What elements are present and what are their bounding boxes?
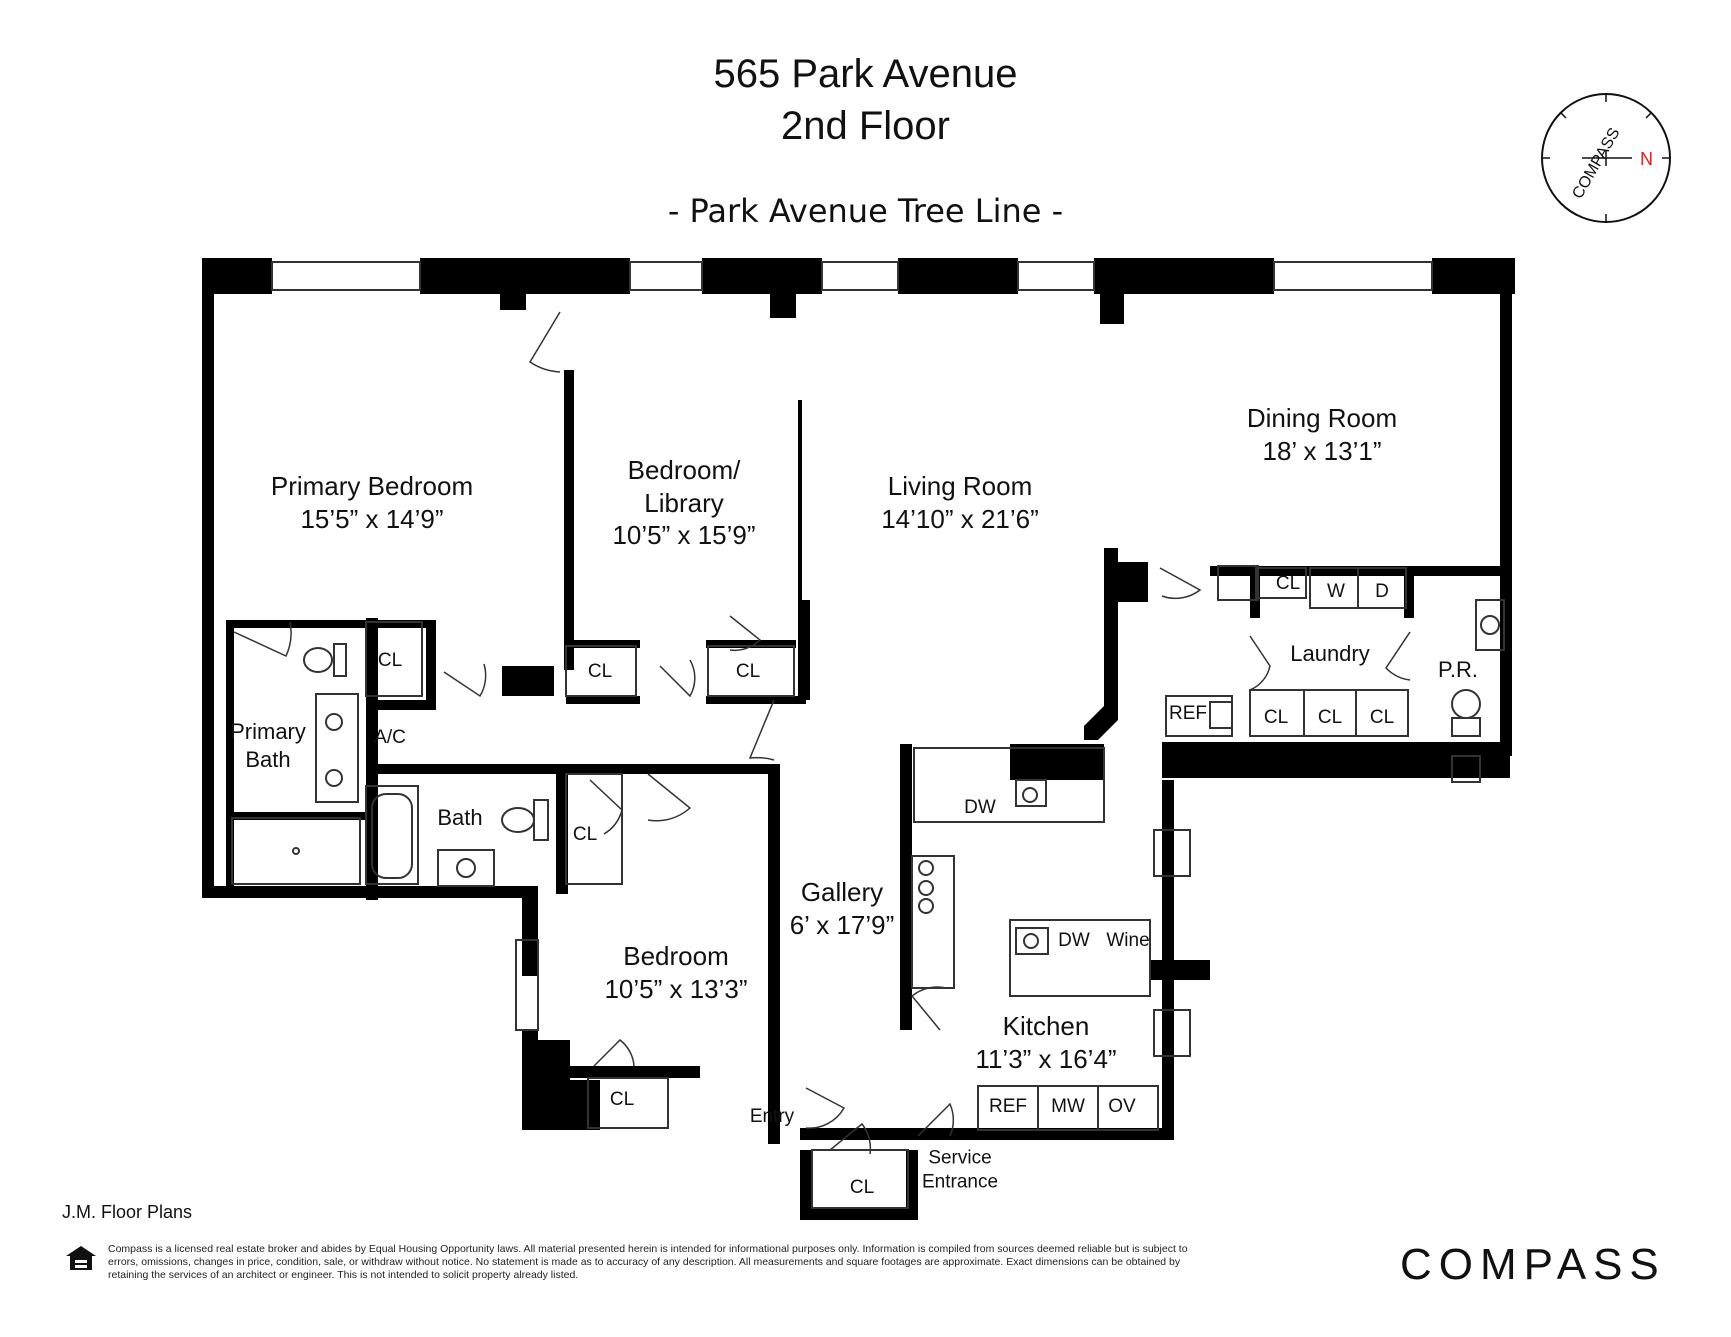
wine-fridge-label: Wine [1106,930,1150,951]
room-name: Bedroom [623,941,729,971]
closet-label: CL [1275,573,1301,594]
compass-north: N [1640,149,1653,169]
closet-label: CL [609,1089,635,1110]
washer-label: W [1327,581,1345,602]
room-dining-room: Dining Room 18’ x 13’1” [1247,402,1397,467]
interior-walls [226,370,1500,1144]
windows [271,261,1481,1031]
closet-label: CL [587,661,613,682]
room-living-room: Living Room 14’10” x 21’6” [881,470,1039,535]
room-name: Bedroom/ [627,455,741,485]
door-swings [233,311,1411,1155]
room-name: Primary [230,719,306,744]
room-name: Gallery [800,877,884,907]
equal-housing-icon [64,1244,98,1274]
dishwasher-label: DW [964,797,996,818]
room-primary-bath: Primary Bath [230,718,306,773]
compass-ring-text: COMPASS [1569,125,1623,202]
room-bath: Bath [437,804,482,832]
compass-logo: COMPASS [1400,1240,1666,1289]
closet-label: CL [1263,707,1289,728]
room-name: Living Room [887,471,1033,501]
room-dimensions: 18’ x 13’1” [1262,435,1382,466]
closet-label: CL [572,824,598,845]
room-primary-bedroom: Primary Bedroom 15’5” x 14’9” [271,470,473,535]
street-side-label: - Park Avenue Tree Line - [667,192,1064,230]
room-name: Kitchen [1002,1011,1090,1041]
room-bedroom: Bedroom 10’5” x 13’3” [604,940,747,1005]
room-name: Primary Bedroom [270,471,474,501]
room-kitchen: Kitchen 11’3” x 16’4” [975,1010,1116,1075]
room-laundry: Laundry [1290,640,1370,668]
closet-label: CL [1369,707,1395,728]
room-name: Bath [437,805,483,830]
room-dimensions: 6’ x 17’9” [789,909,895,940]
dryer-label: D [1375,581,1389,602]
closet-label: CL [377,650,403,671]
room-bedroom-library: Bedroom/ Library 10’5” x 15’9” [612,454,755,552]
refrigerator-label: REF [1169,703,1207,724]
closet-label: CL [1317,707,1343,728]
room-dimensions: 10’5” x 15’9” [612,520,756,550]
service-label-line2: Entrance [921,1171,999,1192]
room-dimensions: 11’3” x 16’4” [975,1043,1117,1074]
closet-label: CL [849,1177,875,1198]
service-entrance-label: Service Entrance [922,1146,998,1194]
room-name-2: Library [644,487,724,518]
compass-rose-icon: N COMPASS [1536,88,1676,228]
service-label-line1: Service [928,1147,992,1169]
dishwasher-label: DW [1058,930,1090,951]
room-gallery: Gallery 6’ x 17’9” [790,876,895,941]
refrigerator-label: REF [989,1096,1027,1117]
room-name-2: Bath [245,746,291,772]
room-dimensions: 14’10” x 21’6” [881,503,1039,534]
closet-label: CL [735,661,761,682]
ac-label: A/C [374,727,406,748]
room-powder-room: P.R. [1438,656,1478,684]
room-dimensions: 15’5” x 14’9” [300,503,444,534]
floor-title: 2nd Floor [781,104,950,148]
room-name: Dining Room [1246,403,1398,433]
room-dimensions: 10’5” x 13’3” [604,973,748,1004]
oven-label: OV [1108,1096,1136,1117]
microwave-label: MW [1051,1096,1085,1117]
room-name: P.R. [1438,657,1478,682]
plan-credit: J.M. Floor Plans [62,1202,193,1222]
entry-label: Entry [749,1106,795,1127]
legal-disclaimer: Compass is a licensed real estate broker… [108,1243,1188,1281]
address-title: 565 Park Avenue [713,52,1018,96]
room-name: Laundry [1290,641,1370,666]
